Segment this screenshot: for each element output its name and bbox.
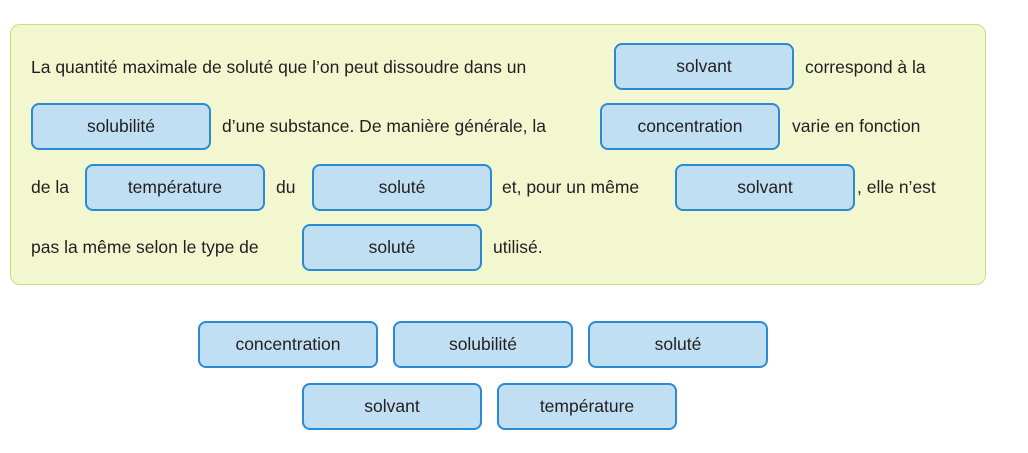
word-bank-chip[interactable]: concentration (198, 321, 378, 368)
blank-slot[interactable]: température (85, 164, 265, 211)
word-bank-chip[interactable]: température (497, 383, 677, 430)
word-bank-chip[interactable]: solubilité (393, 321, 573, 368)
sentence-text: de la (31, 177, 69, 197)
blank-slot[interactable]: solubilité (31, 103, 211, 150)
sentence-text: correspond à la (805, 57, 926, 77)
sentence-text: , elle n’est (857, 177, 936, 197)
sentence-text: La quantité maximale de soluté que l’on … (31, 57, 527, 77)
sentence-text: du (276, 177, 296, 197)
sentence-text: d’une substance. De manière générale, la (222, 116, 546, 136)
sentence-text: pas la même selon le type de (31, 237, 259, 257)
sentence-panel (10, 24, 986, 285)
word-bank-chip[interactable]: solvant (302, 383, 482, 430)
sentence-text: utilisé. (493, 237, 543, 257)
blank-slot[interactable]: solvant (614, 43, 794, 90)
word-bank-chip[interactable]: soluté (588, 321, 768, 368)
blank-slot[interactable]: soluté (302, 224, 482, 271)
sentence-text: et, pour un même (502, 177, 640, 197)
sentence-text: varie en fonction (792, 116, 921, 136)
blank-slot[interactable]: solvant (675, 164, 855, 211)
blank-slot[interactable]: soluté (312, 164, 492, 211)
blank-slot[interactable]: concentration (600, 103, 780, 150)
